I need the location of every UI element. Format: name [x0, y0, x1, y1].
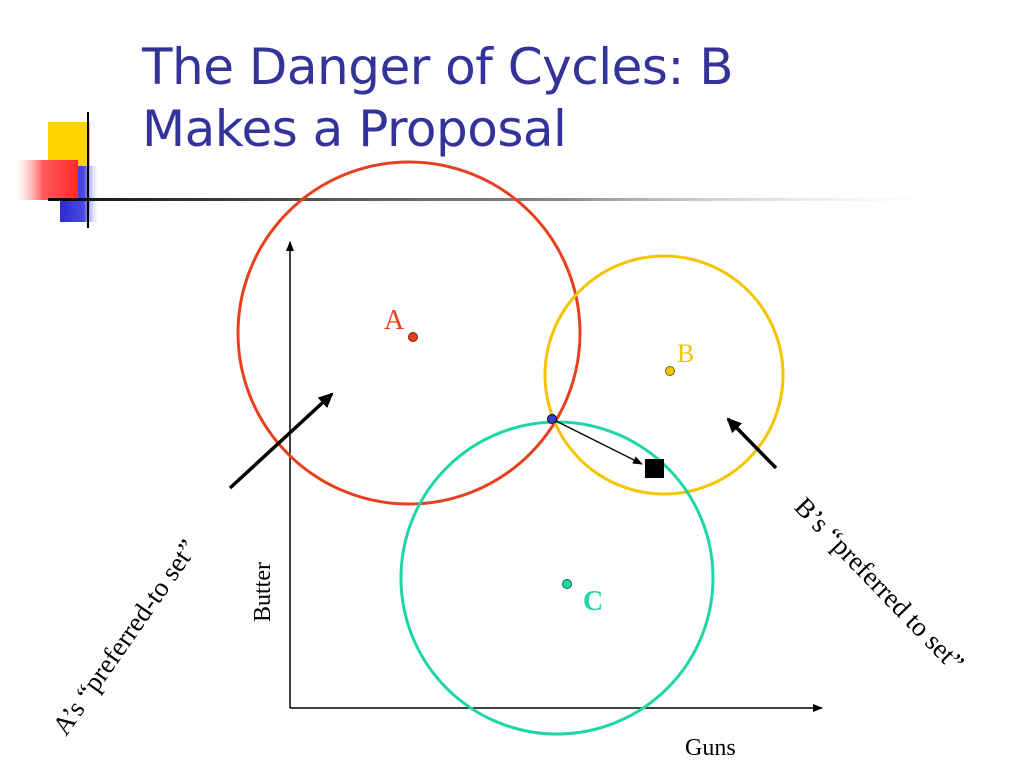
ideal-point-b — [665, 366, 675, 376]
arrow-b-preferred — [726, 417, 778, 470]
ideal-point-c — [562, 579, 572, 589]
circle-a-preferred-set — [236, 160, 582, 506]
label-a: A — [384, 305, 405, 336]
b-proposal-marker — [645, 459, 664, 478]
annotation-b-preferred: B’s “preferred to set” — [789, 491, 970, 677]
title-underline — [48, 198, 978, 201]
circle-c-preferred-set — [399, 420, 715, 736]
label-b: B — [677, 339, 694, 368]
y-axis-label: Butter — [250, 562, 276, 622]
slide-title-line-1: The Danger of Cycles: B — [142, 38, 734, 96]
label-c: C — [583, 586, 603, 617]
slide-title: The Danger of Cycles: B Makes a Proposal — [142, 36, 962, 160]
arrow-a-preferred — [228, 392, 334, 490]
deco-red-bar — [14, 160, 78, 200]
annotation-a-preferred: A’s “preferred-to set” — [46, 534, 203, 740]
title-decoration — [14, 112, 978, 228]
slide-title-line-2: Makes a Proposal — [142, 100, 567, 158]
status-quo-point — [547, 414, 557, 424]
x-axis-label: Guns — [685, 735, 736, 761]
axes — [286, 241, 823, 712]
circle-b-preferred-set — [543, 254, 785, 496]
ideal-point-a — [408, 332, 418, 342]
proposal-arrow — [551, 418, 643, 465]
